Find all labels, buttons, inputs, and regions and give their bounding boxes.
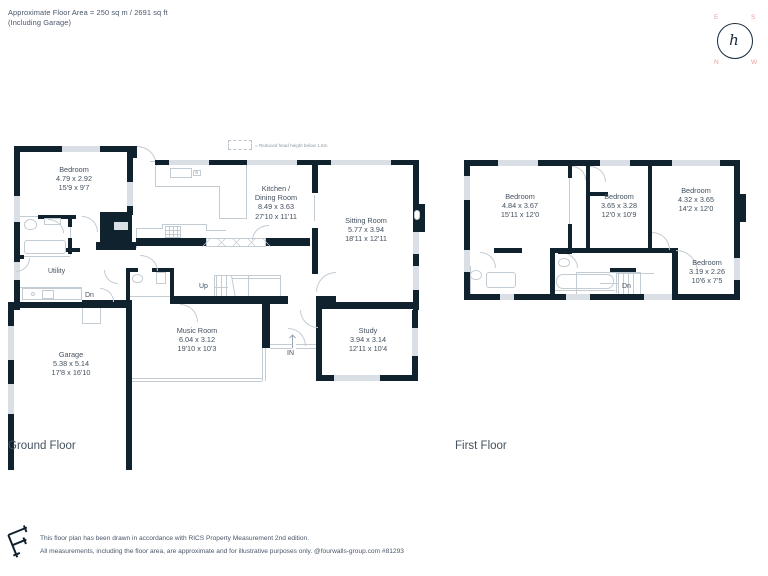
compass-logo: h E S N W — [704, 12, 764, 74]
room-label-music-room: Music Room 6.04 x 3.12 19'10 x 10'3 — [176, 326, 218, 354]
entrance-label-in: IN — [287, 350, 294, 357]
stairs-label-down-gf: Dn — [85, 292, 94, 299]
room-label-sitting-room: Sitting Room 5.77 x 3.94 18'11 x 12'11 — [345, 216, 387, 244]
first-floor-title: First Floor — [455, 440, 507, 452]
footer-line2: All measurements, including the floor ar… — [40, 547, 404, 555]
room-label-kitchen-dining: Kitchen / Dining Room 8.49 x 3.63 27'10 … — [254, 184, 298, 221]
ground-floor-title: Ground Floor — [8, 440, 76, 452]
room-label-bedroom-ff-3: Bedroom 4.32 x 3.65 14'2 x 12'0 — [677, 186, 715, 214]
ground-floor-plan: Bedroom 4.79 x 2.92 15'9 x 9'7 Kitchen /… — [0, 0, 450, 470]
first-floor-plan: Bedroom 4.84 x 3.67 15'11 x 12'0 Bedroom… — [450, 0, 768, 470]
room-label-utility: Utility — [48, 268, 66, 275]
reduced-head-height-legend: = Reduced head height below 1.5m — [228, 140, 327, 150]
room-label-bedroom-ff-1: Bedroom 4.84 x 3.67 15'11 x 12'0 — [500, 192, 540, 220]
room-label-bedroom-ff-4: Bedroom 3.19 x 2.26 10'6 x 7'5 — [688, 258, 726, 286]
legend-swatch-icon — [228, 140, 252, 150]
monogram-h-icon: h — [729, 31, 739, 49]
room-label-study: Study 3.94 x 3.14 12'11 x 10'4 — [348, 326, 388, 354]
stairs-label-down-ff: Dn — [622, 283, 631, 290]
floor-area-line1: Approximate Floor Area = 250 sq m / 2691… — [8, 8, 168, 17]
compass-label-west: W — [751, 59, 758, 66]
floor-area-header: Approximate Floor Area = 250 sq m / 2691… — [8, 8, 168, 27]
compass-label-south: S — [751, 14, 756, 21]
floor-area-line2: (Including Garage) — [8, 17, 72, 27]
footer-line1: This floor plan has been drawn in accord… — [40, 535, 310, 542]
compass-label-east: E — [714, 14, 719, 21]
room-label-bedroom-ff-2: Bedroom 3.65 x 3.28 12'0 x 10'9 — [600, 192, 638, 220]
compass-ring-icon — [717, 23, 753, 59]
fourwalls-logo-icon — [7, 525, 28, 558]
compass-label-north: N — [714, 59, 719, 66]
room-label-garage: Garage 5.38 x 5.14 17'8 x 16'10 — [51, 350, 91, 378]
entrance-arrow-icon — [289, 334, 296, 348]
room-label-bedroom-gf: Bedroom 4.79 x 2.92 15'9 x 9'7 — [55, 165, 93, 193]
legend-label: = Reduced head height below 1.5m — [255, 142, 328, 148]
stairs-label-up-gf: Up — [199, 283, 208, 290]
footer-disclaimer: This floor plan has been drawn in accord… — [40, 533, 404, 558]
